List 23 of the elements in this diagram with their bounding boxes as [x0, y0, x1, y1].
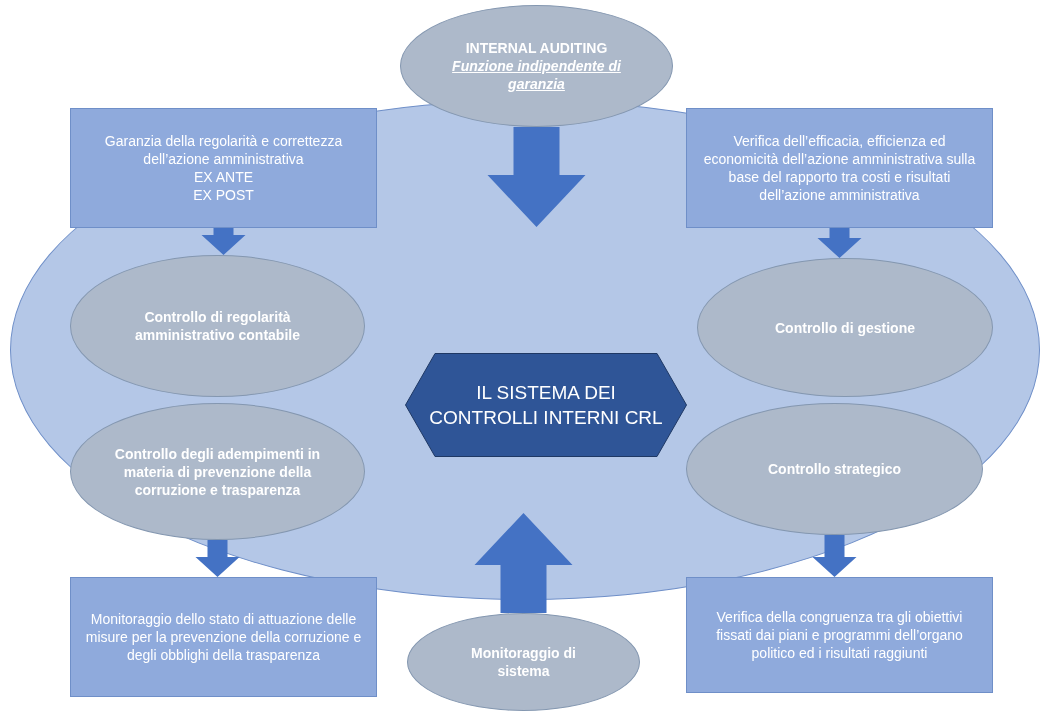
node-text: Verifica dell’efficacia, efficienza ed economicità dell’azione amministrativa sulla base del rapporto tra costi e risultati dell’azione amministrativa	[702, 132, 977, 204]
node-text: Verifica della congruenza tra gli obiettivi fissati dai piani e programmi dell’organo politico ed i risultati raggiunti	[715, 608, 964, 662]
node-text: INTERNAL AUDITING	[465, 39, 608, 57]
node-text: EX POST	[193, 186, 254, 204]
node-text: Controllo di regolarità amministrativo contabile	[134, 308, 301, 344]
node-text: Controllo degli adempimenti in materia di prevenzione della corruzione e trasparenza	[113, 444, 322, 499]
block-arrow	[195, 540, 240, 577]
node-text: Monitoraggio di sistema	[470, 644, 577, 680]
node-text: Controllo di gestione	[775, 318, 915, 337]
node-text: Controllo strategico	[768, 460, 901, 478]
block-arrow	[201, 228, 246, 256]
hexagon-node	[405, 353, 687, 457]
block-arrow	[817, 228, 862, 259]
block-arrow	[474, 513, 573, 613]
node-text: EX ANTE	[193, 168, 254, 186]
node-text: Garanzia della regolarità e correttezza dell’azione amministrativa	[103, 132, 344, 168]
block-arrow	[812, 535, 857, 577]
info-box	[686, 577, 993, 693]
block-arrow	[487, 127, 586, 227]
node-text: Monitoraggio dello stato di attuazione delle misure per la prevenzione della corruzione e degli obblighi della trasparenza	[84, 610, 363, 664]
info-box	[70, 577, 377, 697]
node-text: IL SISTEMA DEI CONTROLLI INTERNI CRL	[429, 381, 663, 430]
node-text: Funzione indipendente di garanzia	[451, 57, 622, 93]
